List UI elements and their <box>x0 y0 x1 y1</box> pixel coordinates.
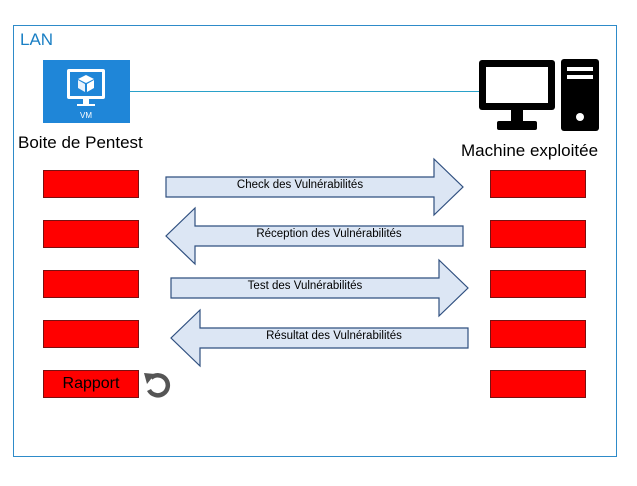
undo-arrow-icon <box>144 373 171 398</box>
arrow-left <box>170 308 469 368</box>
exploited-machine-label: Machine exploitée <box>461 141 599 160</box>
right-step-box <box>490 320 586 348</box>
arrow-label-reception: Réception des Vulnérabilités <box>256 228 402 240</box>
arrow-right <box>165 157 464 217</box>
left-step-box <box>43 320 139 348</box>
right-step-box <box>490 370 586 398</box>
left-step-box <box>43 220 139 248</box>
arrow-label-resultat: Résultat des Vulnérabilités <box>266 330 402 342</box>
lan-label: LAN <box>20 30 54 49</box>
right-step-box <box>490 220 586 248</box>
connection-line <box>130 91 482 92</box>
left-step-box <box>43 270 139 298</box>
vm-icon: VM <box>43 60 130 123</box>
arrow-label-test: Test des Vulnérabilités <box>247 280 363 292</box>
arrow-label-check: Check des Vulnérabilités <box>236 179 364 191</box>
pentest-box-label: Boite de Pentest <box>18 133 143 152</box>
right-step-box <box>490 270 586 298</box>
left-step-box <box>43 170 139 198</box>
vm-icon-text: VM <box>80 111 92 120</box>
desktop-computer-icon <box>475 55 605 140</box>
rapport-label: Rapport <box>62 375 120 392</box>
rapport-box: Rapport <box>43 370 139 398</box>
arrow-right <box>170 258 469 318</box>
arrow-left <box>165 206 464 266</box>
lan-frame <box>13 25 617 457</box>
right-step-box <box>490 170 586 198</box>
